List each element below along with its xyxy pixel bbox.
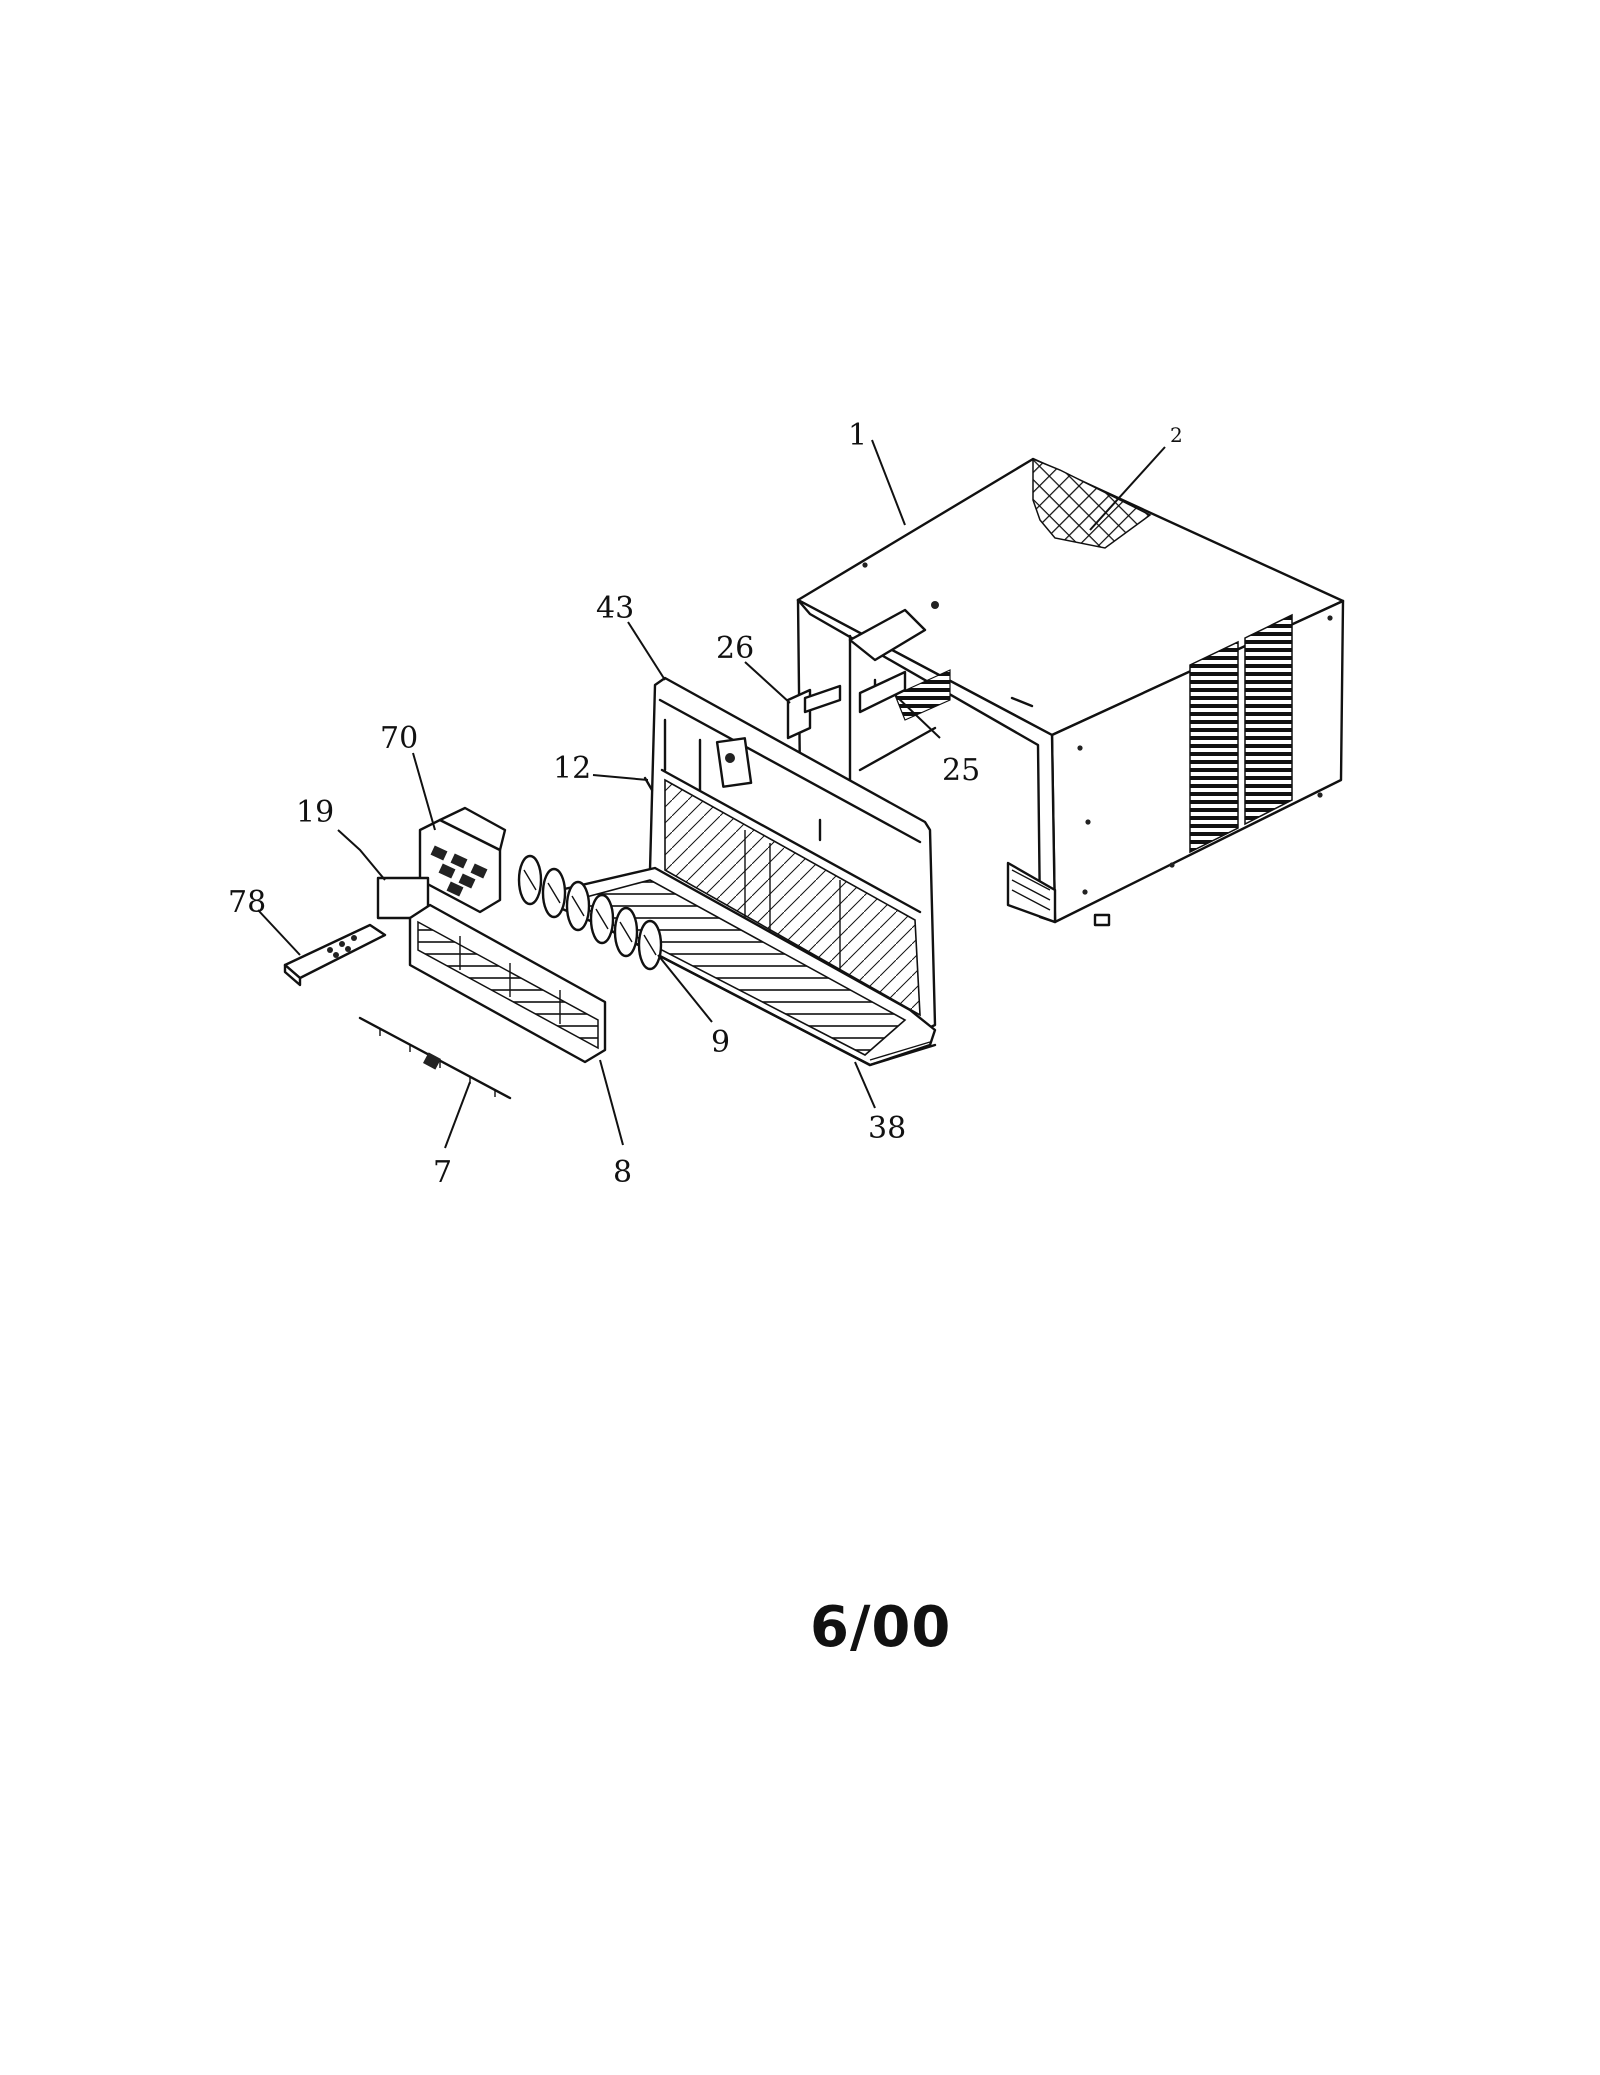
callout-70: 70	[380, 721, 418, 756]
louver-rod	[358, 1016, 512, 1100]
front-panel	[558, 676, 937, 1067]
cabinet-wrapper	[796, 457, 1345, 927]
callout-19: 19	[296, 795, 334, 830]
leader-lines	[257, 439, 1166, 1149]
callout-2: 2	[1170, 423, 1183, 447]
control-panel	[418, 806, 507, 914]
discharge-grille	[408, 903, 607, 1064]
callout-38: 38	[868, 1111, 906, 1146]
callout-12: 12	[553, 751, 591, 786]
revision-date-code: 6/00	[810, 1595, 952, 1660]
callout-9: 9	[711, 1025, 730, 1060]
louver-discs	[517, 854, 663, 971]
top-mesh-pad	[1032, 457, 1152, 549]
mounting-bracket-26	[786, 684, 842, 740]
callout-1: 1	[848, 418, 867, 453]
remote-control	[283, 923, 387, 987]
callout-26: 26	[716, 631, 754, 666]
callout-7: 7	[433, 1155, 452, 1190]
callout-43: 43	[596, 591, 634, 626]
callout-25: 25	[942, 753, 980, 788]
mounting-bracket-25	[858, 670, 907, 714]
callout-78: 78	[228, 885, 266, 920]
callout-8: 8	[613, 1155, 632, 1190]
